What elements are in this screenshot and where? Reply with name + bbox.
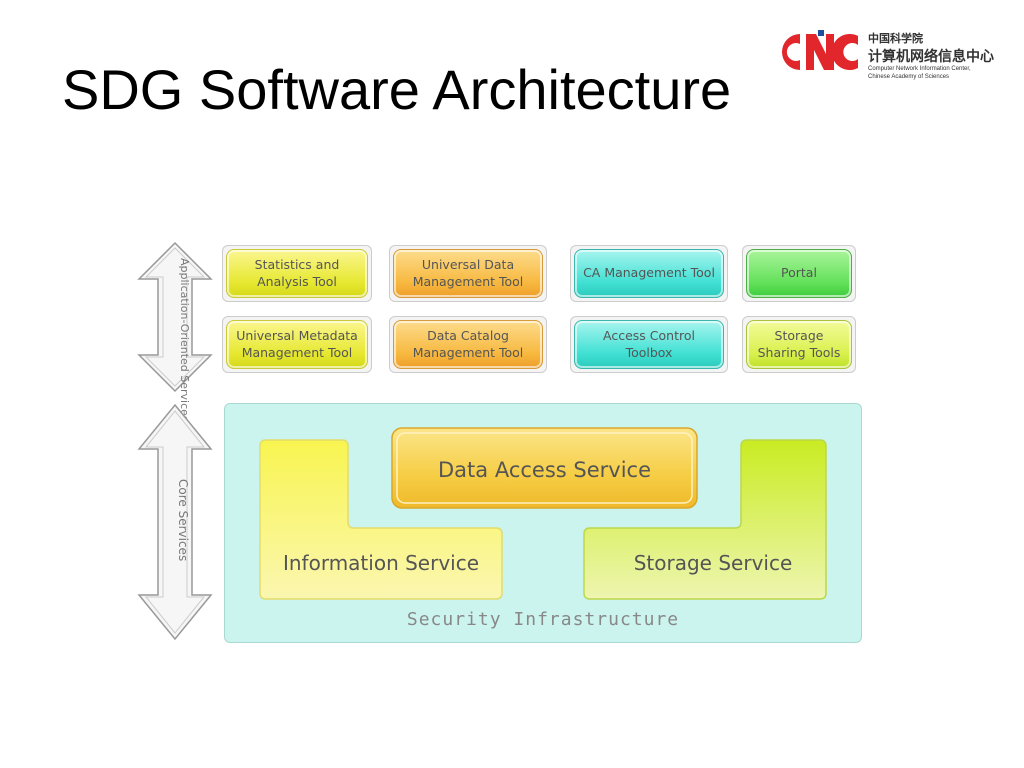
application-services-arrow-icon — [137, 241, 213, 393]
storage-service-shape — [583, 439, 827, 600]
logo-english-line-2: Chinese Academy of Sciences — [868, 74, 950, 80]
security-infrastructure-label: Security Infrastructure — [406, 609, 680, 630]
logo-chinese-line-2: 计算机网络信息中心 — [868, 48, 994, 64]
data-access-service-shape — [391, 427, 698, 509]
cnic-logo: 中国科学院 计算机网络信息中心 Computer Network Informa… — [772, 18, 1012, 88]
data-catalog-management-tool: Data Catalog Management Tool — [393, 320, 543, 369]
universal-metadata-management-tool: Universal Metadata Management Tool — [226, 320, 368, 369]
core-services-label: Core Services — [176, 478, 190, 562]
access-control-toolbox: Access Control Toolbox — [574, 320, 724, 369]
information-service-shape — [259, 439, 503, 600]
core-services-arrow-icon — [137, 403, 213, 641]
ca-management-tool: CA Management Tool — [574, 249, 724, 298]
portal-tool: Portal — [746, 249, 852, 298]
cnc-logo-icon — [782, 30, 858, 70]
data-access-service-label: Data Access Service — [438, 458, 651, 482]
logo-english-line-1: Computer Network Information Center, — [868, 66, 971, 72]
storage-sharing-tools: Storage Sharing Tools — [746, 320, 852, 369]
universal-data-management-tool: Universal Data Management Tool — [393, 249, 543, 298]
statistics-analysis-tool: Statistics and Analysis Tool — [226, 249, 368, 298]
information-service-label: Information Service — [282, 551, 480, 575]
logo-chinese-line-1: 中国科学院 — [868, 33, 923, 45]
slide-title: SDG Software Architecture — [62, 58, 732, 121]
storage-service-label: Storage Service — [633, 551, 793, 575]
